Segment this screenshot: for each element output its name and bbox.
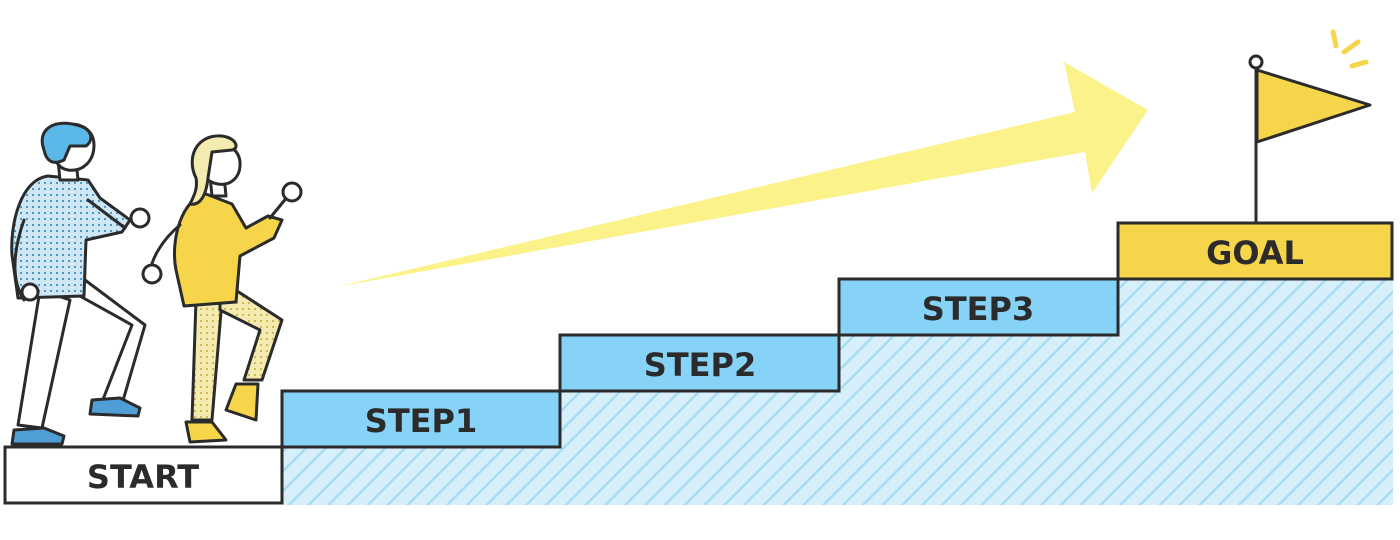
start-block: START bbox=[3, 445, 284, 505]
start-label: START bbox=[87, 458, 199, 496]
sparkle-icon bbox=[1330, 29, 1369, 69]
goal-label: GOAL bbox=[1206, 234, 1304, 272]
step1-block: STEP1 bbox=[280, 389, 562, 449]
step1-label: STEP1 bbox=[365, 402, 477, 440]
man-climbing bbox=[10, 121, 151, 446]
flag-icon bbox=[1248, 29, 1372, 223]
woman-climbing bbox=[141, 134, 303, 444]
step2-label: STEP2 bbox=[644, 346, 756, 384]
step3-block: STEP3 bbox=[837, 277, 1120, 337]
arrow-icon bbox=[336, 62, 1148, 287]
step2-block: STEP2 bbox=[558, 333, 841, 393]
step3-label: STEP3 bbox=[922, 290, 1034, 328]
goal-block: GOAL bbox=[1116, 221, 1394, 281]
